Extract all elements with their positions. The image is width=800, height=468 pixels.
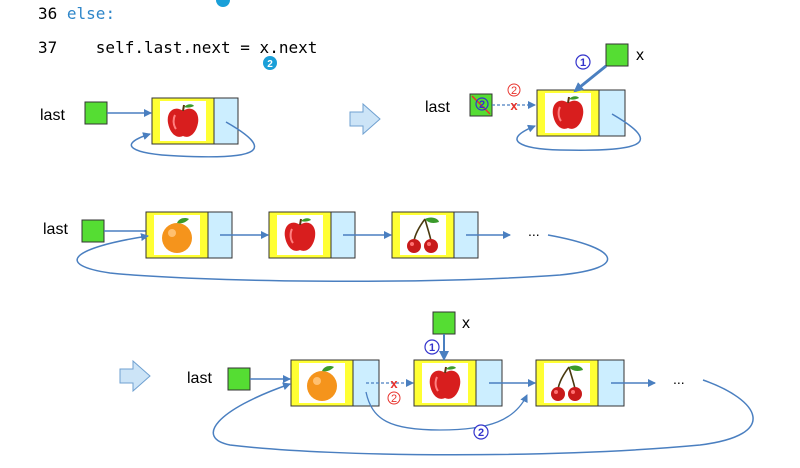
svg-text:2: 2 [391, 393, 397, 405]
last-pointer-box [227, 367, 251, 391]
svg-text:2: 2 [267, 59, 273, 70]
code-line-36: 36 else: [38, 4, 115, 23]
svg-text:2: 2 [478, 427, 484, 439]
removed-mark: x [510, 98, 518, 113]
ellipsis: ... [673, 371, 685, 387]
removed-mark: x [390, 376, 398, 391]
node-next-cell [598, 89, 626, 137]
multi-node-after: last x 2 ... x 1 2 [187, 311, 754, 456]
last-label: last [187, 370, 212, 387]
svg-text:1: 1 [580, 57, 586, 69]
line-number: 36 [38, 4, 58, 23]
last-label: last [43, 221, 68, 238]
step-2-badge-top [216, 0, 230, 7]
last-label: last [40, 107, 65, 124]
multi-node-before: last ... [43, 211, 609, 282]
step-2-badge-code: 2 [263, 56, 277, 70]
self-loop-arrow [130, 121, 256, 158]
else-keyword: else: [66, 4, 116, 23]
transition-arrow-1 [349, 102, 381, 136]
code-line-37: 37 self.last.next = x.next [38, 38, 317, 57]
new-next-arrow [365, 391, 528, 431]
line-number: 37 [38, 38, 58, 57]
last-pointer-box [81, 219, 105, 243]
transition-arrow-2 [119, 359, 151, 393]
x-pointer-box [605, 43, 629, 67]
single-node-before: last [40, 97, 256, 158]
x-arrow [573, 64, 607, 93]
wrap-around-arrow [76, 233, 609, 282]
svg-text:1: 1 [429, 342, 435, 354]
single-node-after: last 2 x 2 x 1 [425, 43, 644, 151]
assignment-statement: self.last.next = x.next [57, 38, 318, 57]
x-pointer-box [432, 311, 456, 335]
wrap-around-arrow [212, 379, 754, 456]
ellipsis: ... [528, 223, 540, 239]
node-next-cell [213, 97, 239, 145]
svg-text:2: 2 [479, 99, 485, 111]
last-label: last [425, 99, 450, 116]
x-label: x [636, 47, 644, 64]
last-pointer-box [84, 101, 108, 125]
self-loop-arrow [516, 113, 642, 151]
x-label: x [462, 315, 470, 332]
svg-text:2: 2 [511, 85, 517, 97]
